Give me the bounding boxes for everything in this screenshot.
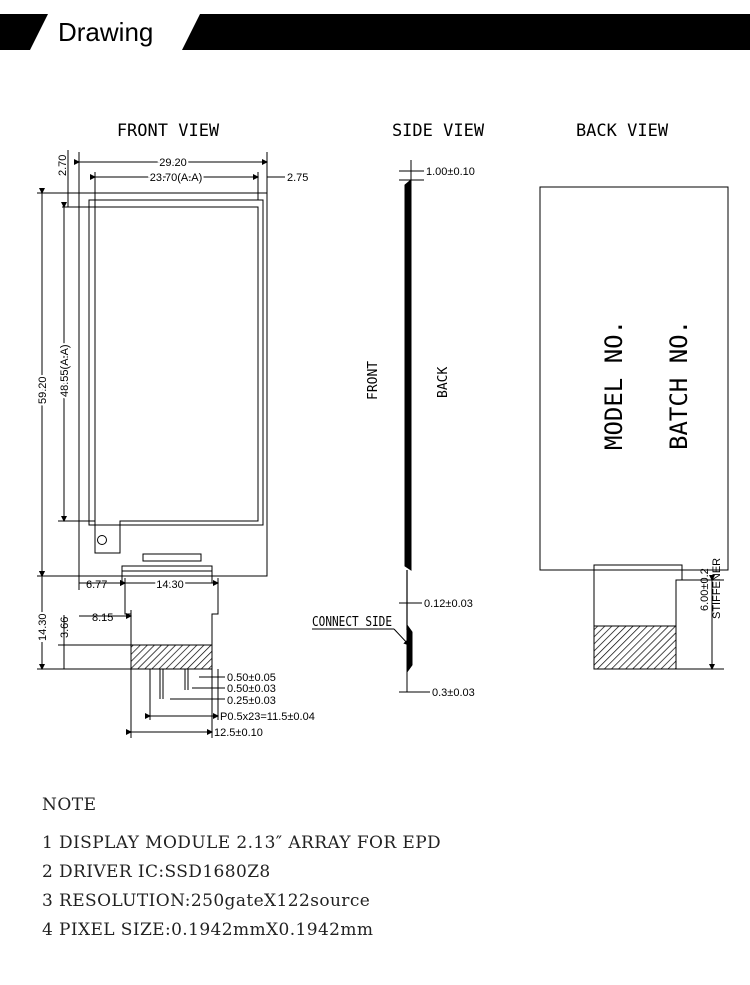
dim-pitch: P0.5x23=11.5±0.04 bbox=[220, 711, 315, 723]
batch-no-label: BATCH NO. bbox=[665, 320, 693, 450]
dim-height-total: 59.20 bbox=[37, 376, 49, 404]
dim-top-margin: 2.70 bbox=[57, 155, 69, 176]
front-active-area bbox=[94, 206, 259, 554]
back-view-title: BACK VIEW bbox=[576, 121, 669, 141]
dim-fpc-inner-offset: 8.15 bbox=[92, 612, 113, 624]
technical-drawing: FRONT VIEW SIDE VIEW BACK VIEW bbox=[35, 121, 729, 739]
dim-side-stiffener-thickness: 0.3±0.03 bbox=[432, 687, 475, 699]
dim-fpc-bond: 3.66 bbox=[59, 617, 71, 638]
notes-title: NOTE bbox=[42, 795, 97, 815]
notes-section: NOTE 1 DISPLAY MODULE 2.13″ ARRAY FOR EP… bbox=[42, 795, 441, 945]
header-tab bbox=[30, 14, 200, 50]
fpc-contacts bbox=[130, 644, 213, 670]
front-view-title: FRONT VIEW bbox=[117, 121, 220, 141]
dim-pin-a: 0.50±0.05 bbox=[227, 672, 276, 684]
dim-side-thickness: 1.00±0.10 bbox=[426, 166, 475, 178]
front-ic bbox=[142, 553, 202, 562]
dim-width-aa: 23.70(A.A) bbox=[150, 172, 203, 184]
front-outline bbox=[78, 192, 268, 577]
dim-pin-c: 0.25±0.03 bbox=[227, 695, 276, 707]
stiffener-value: 6.00±0.2 bbox=[699, 568, 711, 611]
dim-fpc-width: 14.30 bbox=[156, 579, 184, 591]
dim-fpc-total: 12.5±0.10 bbox=[214, 727, 263, 739]
back-label: BACK bbox=[436, 367, 451, 398]
note-item-3: 3 RESOLUTION:250gateX122source bbox=[42, 891, 371, 911]
front-mark-circle bbox=[97, 535, 107, 545]
header-bar: Drawing bbox=[0, 14, 750, 50]
dim-height-aa: 48.55(A.A) bbox=[59, 344, 71, 397]
dim-width-total: 29.20 bbox=[159, 157, 187, 169]
model-no-label: MODEL NO. bbox=[600, 320, 628, 450]
back-outline bbox=[539, 186, 729, 571]
front-label: FRONT bbox=[366, 361, 381, 400]
fpc-outline bbox=[121, 565, 219, 646]
back-view bbox=[539, 186, 729, 670]
dim-pin-b: 0.50±0.03 bbox=[227, 683, 276, 695]
back-stiffener bbox=[593, 625, 677, 670]
header-title: Drawing bbox=[58, 17, 154, 47]
dim-fpc-offset: 6.77 bbox=[86, 579, 107, 591]
side-panel bbox=[404, 178, 412, 571]
dim-fpc-length: 14.30 bbox=[37, 613, 49, 641]
connect-side-label: CONNECT SIDE bbox=[312, 615, 392, 630]
note-item-2: 2 DRIVER IC:SSD1680Z8 bbox=[42, 862, 271, 882]
dim-right-margin: 2.75 bbox=[287, 172, 308, 184]
front-view bbox=[37, 150, 285, 738]
side-view bbox=[312, 160, 430, 693]
front-panel-outer bbox=[88, 199, 264, 526]
note-item-1: 1 DISPLAY MODULE 2.13″ ARRAY FOR EPD bbox=[42, 833, 442, 853]
stiffener-label: STIFFENER bbox=[711, 558, 723, 619]
side-view-title: SIDE VIEW bbox=[392, 121, 485, 141]
note-item-4: 4 PIXEL SIZE:0.1942mmX0.1942mm bbox=[42, 920, 374, 940]
dim-side-fpc-thickness: 0.12±0.03 bbox=[424, 598, 473, 610]
